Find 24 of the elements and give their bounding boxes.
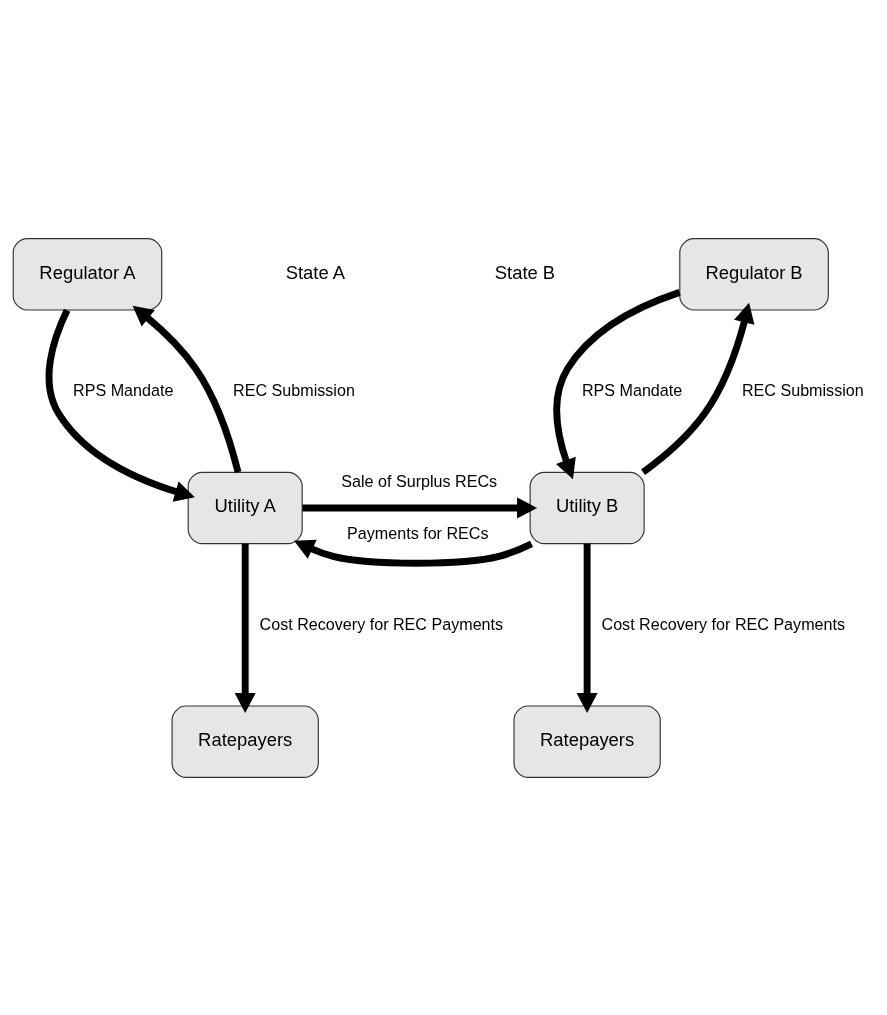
node-box: Utility A (187, 471, 303, 544)
node-box: Ratepayers (513, 704, 661, 778)
arrow (45, 308, 195, 502)
label: State B (494, 261, 556, 283)
edge-label: Sale of Surplus RECs (341, 471, 498, 490)
arrow (576, 543, 598, 713)
arrow (294, 539, 534, 567)
edge-label: Cost Recovery for REC Payments (259, 614, 504, 633)
node-box: Regulator A (12, 237, 163, 311)
edge-label: REC Submission (741, 380, 864, 399)
edge-label: Payments for RECs (347, 523, 489, 542)
label: State A (285, 261, 346, 283)
arrow (132, 305, 242, 473)
arrow (553, 288, 681, 479)
edge-label: REC Submission (233, 380, 355, 399)
node-box: Regulator B (679, 237, 829, 311)
edge-label: Cost Recovery for REC Payments (601, 614, 846, 633)
edge-label: RPS Mandate (73, 380, 174, 399)
arrow (234, 543, 256, 713)
arrow (641, 302, 755, 475)
node-box: Utility B (529, 471, 645, 544)
edge-label: RPS Mandate (581, 380, 683, 399)
arrow (302, 496, 538, 519)
node-box: Ratepayers (171, 704, 319, 778)
